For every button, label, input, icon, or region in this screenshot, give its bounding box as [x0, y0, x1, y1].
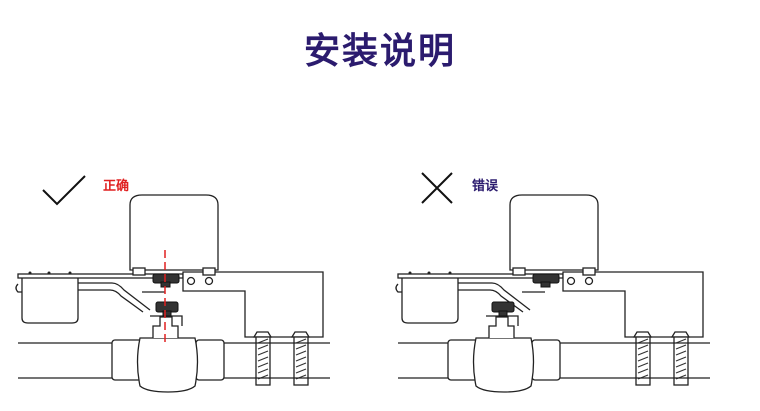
wrong-label: 错误	[472, 179, 499, 194]
page-title: 安装说明	[303, 31, 456, 72]
cross-icon	[421, 172, 453, 204]
correct-label: 正确	[103, 179, 130, 194]
check-icon	[42, 175, 86, 206]
wrong-panel	[395, 172, 711, 393]
correct-panel	[15, 175, 331, 393]
